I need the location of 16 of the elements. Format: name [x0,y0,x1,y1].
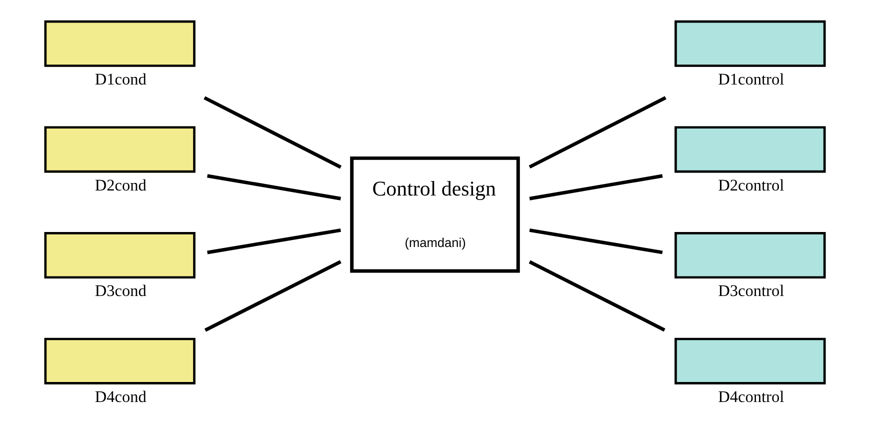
node-label: D3control [718,281,784,300]
connector [207,174,341,200]
connector [204,260,342,332]
node-label: D4cond [94,387,146,406]
node-label: D1control [718,70,784,89]
node-label: D2cond [94,175,146,194]
node-label: D4control [718,387,784,406]
connector [529,174,663,200]
connector [528,96,666,169]
connector [528,260,666,332]
node-label: D3cond [94,281,146,300]
connector [207,228,341,254]
connector [529,228,663,254]
node-label: D2control [718,175,784,194]
connector [204,96,342,169]
node-label: D1cond [94,70,146,89]
